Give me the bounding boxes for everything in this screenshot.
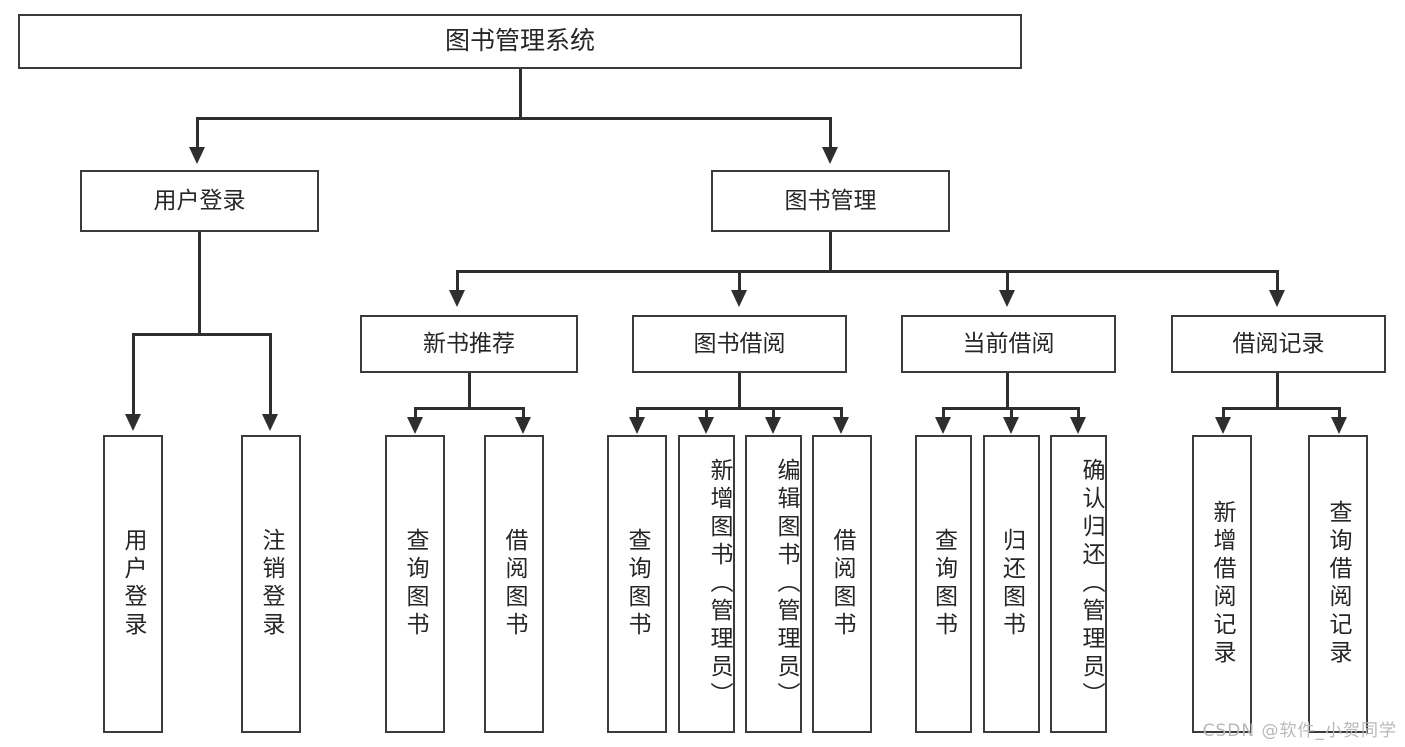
connector-book-borrow-to-leaf3: [772, 407, 775, 419]
node-book-borrow-label: 图书借阅: [693, 330, 786, 357]
connector-user-login-to-leaf2: [269, 333, 272, 415]
leaf-current-query[interactable]: 查询图书: [915, 435, 972, 733]
connector-user-login-to-leaf1: [132, 333, 135, 415]
arrowhead-new-book-to-leaf1: [407, 417, 423, 434]
leaf-record-search-label: 查询借阅记录: [1325, 500, 1352, 668]
arrowhead-current-borrow-to-leaf1: [935, 417, 951, 434]
connector-book-borrow-bus: [636, 407, 842, 410]
arrowhead-book-borrow-to-leaf1: [629, 417, 645, 434]
connector-borrow-record-to-leaf2: [1338, 407, 1341, 419]
connector-new-book-stem: [468, 373, 471, 409]
leaf-new-book-query[interactable]: 查询图书: [385, 435, 445, 733]
arrowhead-book-manage-to-borrow-record: [1269, 290, 1285, 307]
watermark: CSDN @软件_小贺同学: [1202, 721, 1397, 741]
connector-book-borrow-to-leaf2: [705, 407, 708, 419]
connector-user-login-stem: [198, 232, 201, 335]
node-user-login-label: 用户登录: [153, 187, 246, 214]
arrowhead-book-borrow-to-leaf3: [765, 417, 781, 434]
connector-user-login-bus: [132, 333, 271, 336]
connector-book-borrow-to-leaf4: [840, 407, 843, 419]
leaf-borrow-lend-book-label: 借阅图书: [829, 528, 856, 640]
node-user-login[interactable]: 用户登录: [80, 170, 319, 232]
node-root[interactable]: 图书管理系统: [18, 14, 1022, 69]
leaf-borrow-lend-book[interactable]: 借阅图书: [812, 435, 872, 733]
leaf-current-return[interactable]: 归还图书: [983, 435, 1040, 733]
node-current-borrow-label: 当前借阅: [962, 330, 1055, 357]
leaf-user-login[interactable]: 用户登录: [103, 435, 163, 733]
leaf-new-book-borrow[interactable]: 借阅图书: [484, 435, 544, 733]
connector-borrow-record-bus: [1222, 407, 1340, 410]
arrowhead-borrow-record-to-leaf2: [1331, 417, 1347, 434]
connector-book-manage-to-current-borrow: [1006, 270, 1009, 291]
connector-current-borrow-bus: [942, 407, 1077, 410]
arrowhead-user-login-to-leaf1: [125, 414, 141, 431]
connector-book-manage-stem: [829, 232, 832, 272]
node-book-manage[interactable]: 图书管理: [711, 170, 950, 232]
connector-current-borrow-to-leaf1: [942, 407, 945, 419]
node-root-label: 图书管理系统: [444, 26, 595, 56]
connector-book-manage-to-new-book: [456, 270, 459, 291]
arrowhead-borrow-record-to-leaf1: [1215, 417, 1231, 434]
connector-book-manage-bus: [456, 270, 1278, 273]
leaf-record-add-label: 新增借阅记录: [1209, 500, 1236, 668]
node-borrow-record-label: 借阅记录: [1232, 330, 1325, 357]
leaf-user-login-label: 用户登录: [120, 528, 147, 640]
connector-current-borrow-to-leaf3: [1077, 407, 1080, 419]
connector-borrow-record-to-leaf1: [1222, 407, 1225, 419]
node-book-manage-label: 图书管理: [784, 187, 877, 214]
arrowhead-root-to-user-login: [189, 147, 205, 164]
connector-borrow-record-stem: [1276, 373, 1279, 409]
leaf-borrow-query[interactable]: 查询图书: [607, 435, 667, 733]
connector-new-book-to-leaf1: [414, 407, 417, 419]
leaf-new-book-borrow-label: 借阅图书: [501, 528, 528, 640]
leaf-current-return-label: 归还图书: [998, 528, 1025, 640]
arrowhead-book-manage-to-current-borrow: [999, 290, 1015, 307]
leaf-new-book-query-label: 查询图书: [402, 528, 429, 640]
connector-current-borrow-to-leaf2: [1010, 407, 1013, 419]
node-new-book-rec-label: 新书推荐: [423, 330, 515, 357]
arrowhead-book-manage-to-book-borrow: [731, 290, 747, 307]
arrowhead-new-book-to-leaf2: [515, 417, 531, 434]
connector-root-to-book-manage: [829, 117, 832, 148]
leaf-current-confirm-return[interactable]: 确认归还（管理员）: [1050, 435, 1107, 733]
leaf-record-add[interactable]: 新增借阅记录: [1192, 435, 1252, 733]
leaf-user-logout-label: 注销登录: [258, 528, 285, 640]
node-book-borrow[interactable]: 图书借阅: [632, 315, 847, 373]
leaf-current-confirm-return-label: 确认归还（管理员）: [1078, 458, 1104, 710]
leaf-user-logout[interactable]: 注销登录: [241, 435, 301, 733]
leaf-record-search[interactable]: 查询借阅记录: [1308, 435, 1368, 733]
connector-root-stem: [519, 69, 522, 119]
connector-book-borrow-to-leaf1: [636, 407, 639, 419]
arrowhead-user-login-to-leaf2: [262, 414, 278, 431]
node-current-borrow[interactable]: 当前借阅: [901, 315, 1116, 373]
connector-root-bus: [196, 117, 831, 120]
connector-root-to-user-login: [196, 117, 199, 148]
leaf-borrow-edit-book[interactable]: 编辑图书（管理员）: [745, 435, 802, 733]
leaf-borrow-add-book-label: 新增图书（管理员）: [706, 458, 732, 710]
connector-book-manage-to-borrow-record: [1276, 270, 1279, 291]
connector-new-book-to-leaf2: [522, 407, 525, 419]
node-new-book-rec[interactable]: 新书推荐: [360, 315, 578, 373]
leaf-current-query-label: 查询图书: [930, 528, 957, 640]
connector-book-borrow-stem: [738, 373, 741, 409]
connector-new-book-bus: [414, 407, 524, 410]
arrowhead-current-borrow-to-leaf2: [1003, 417, 1019, 434]
arrowhead-current-borrow-to-leaf3: [1070, 417, 1086, 434]
arrowhead-book-borrow-to-leaf4: [833, 417, 849, 434]
arrowhead-book-borrow-to-leaf2: [698, 417, 714, 434]
arrowhead-book-manage-to-new-book: [449, 290, 465, 307]
arrowhead-root-to-book-manage: [822, 147, 838, 164]
connector-current-borrow-stem: [1006, 373, 1009, 409]
connector-book-manage-to-book-borrow: [738, 270, 741, 291]
leaf-borrow-add-book[interactable]: 新增图书（管理员）: [678, 435, 735, 733]
node-borrow-record[interactable]: 借阅记录: [1171, 315, 1386, 373]
leaf-borrow-edit-book-label: 编辑图书（管理员）: [773, 458, 799, 710]
leaf-borrow-query-label: 查询图书: [624, 528, 651, 640]
